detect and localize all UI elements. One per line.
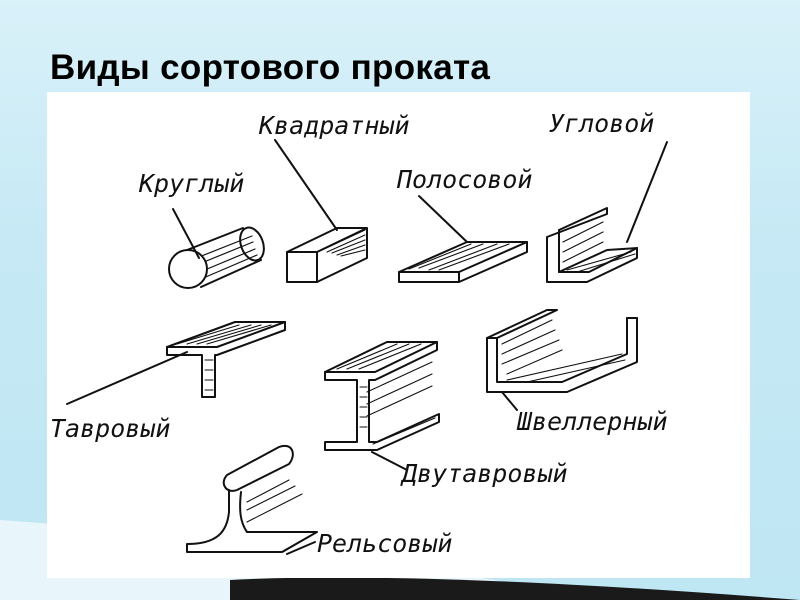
channel-shape	[486, 309, 638, 393]
ibeam-shape	[324, 341, 440, 451]
slide-title: Виды сортового проката	[50, 48, 491, 87]
label-square: Квадратный	[258, 111, 410, 140]
tee-leader	[66, 351, 188, 405]
square-leader	[274, 139, 338, 231]
round-leader	[172, 208, 200, 259]
strip-bar-shape	[398, 241, 528, 283]
tee-shape	[166, 321, 286, 398]
label-round: Круглый	[138, 169, 244, 198]
label-rail: Рельсовый	[317, 529, 452, 558]
label-angle: Угловой	[549, 109, 654, 138]
rail-leader	[286, 541, 316, 555]
angle-leader	[626, 141, 668, 243]
channel-leader	[501, 391, 518, 411]
square-bar-shape	[286, 227, 368, 283]
label-tee: Тавровый	[50, 414, 170, 443]
angle-shape	[546, 207, 638, 283]
label-strip: Полосовой	[396, 165, 532, 194]
rail-shape	[186, 444, 318, 553]
label-channel: Швеллерный	[516, 407, 668, 436]
diagram-panel: Круглый Квадратный Полосовой Угловой Тав…	[47, 92, 750, 578]
ibeam-leader	[371, 451, 408, 471]
strip-leader	[418, 195, 468, 243]
steel-profiles-diagram: Круглый Квадратный Полосовой Угловой Тав…	[50, 109, 668, 558]
label-ibeam: Двутавровый	[400, 459, 568, 488]
round-bar-shape	[168, 226, 265, 289]
